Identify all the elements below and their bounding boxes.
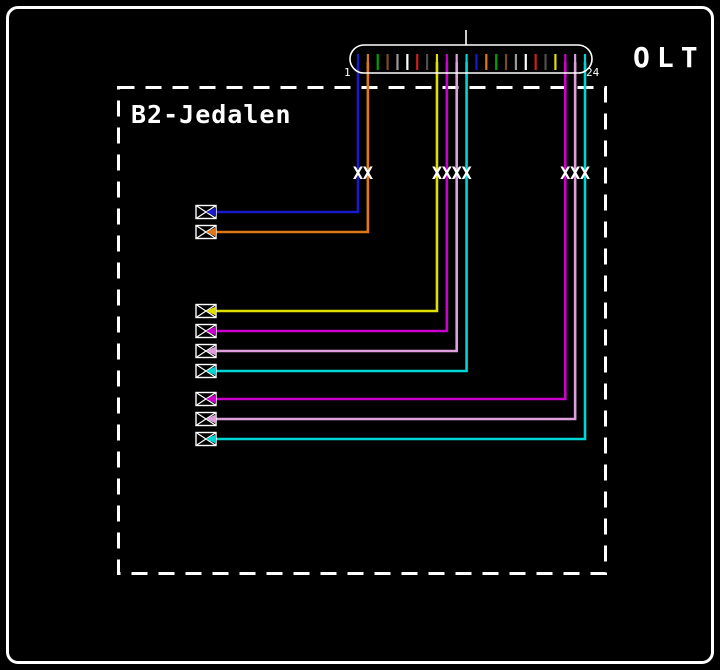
fiber-arrowhead-port-10 bbox=[206, 326, 216, 336]
fiber-arrowhead-port-9 bbox=[206, 306, 216, 316]
fiber-link-port-11 bbox=[216, 62, 459, 353]
fiber-arrowhead-port-22 bbox=[206, 394, 216, 404]
fiber-arrowhead-port-12 bbox=[206, 366, 216, 376]
splice-marker-port-10: X bbox=[442, 164, 453, 184]
splice-marker-port-1: X bbox=[353, 164, 364, 184]
olt-label: OLT bbox=[633, 41, 705, 74]
olt-port-last-label: 24 bbox=[586, 66, 600, 79]
splice-marker-port-11: X bbox=[452, 164, 463, 184]
fiber-link-port-23 bbox=[216, 62, 577, 421]
fiber-arrowhead-port-11 bbox=[206, 346, 216, 356]
fiber-arrowhead-port-24 bbox=[206, 434, 216, 444]
zone-label: B2-Jedalen bbox=[131, 100, 292, 129]
olt-chassis bbox=[349, 44, 593, 74]
fiber-link-port-22 bbox=[216, 62, 567, 401]
fiber-link-port-10 bbox=[216, 62, 449, 333]
splice-marker-port-2: X bbox=[363, 164, 374, 184]
splice-marker-port-22: X bbox=[560, 164, 571, 184]
fiber-link-port-12 bbox=[216, 62, 468, 373]
fiber-arrowhead-port-23 bbox=[206, 414, 216, 424]
fiber-link-port-24 bbox=[216, 62, 587, 441]
fiber-link-port-9 bbox=[216, 62, 439, 313]
zone-boundary bbox=[117, 86, 607, 575]
splice-marker-port-9: X bbox=[432, 164, 443, 184]
fiber-arrowhead-port-1 bbox=[206, 207, 216, 217]
fiber-link-port-1 bbox=[216, 62, 360, 214]
splice-marker-port-24: X bbox=[580, 164, 591, 184]
fiber-link-port-2 bbox=[216, 62, 370, 234]
splice-marker-port-12: X bbox=[461, 164, 472, 184]
splice-marker-port-23: X bbox=[570, 164, 581, 184]
fiber-arrowhead-port-2 bbox=[206, 227, 216, 237]
olt-port-first-label: 1 bbox=[344, 66, 351, 79]
